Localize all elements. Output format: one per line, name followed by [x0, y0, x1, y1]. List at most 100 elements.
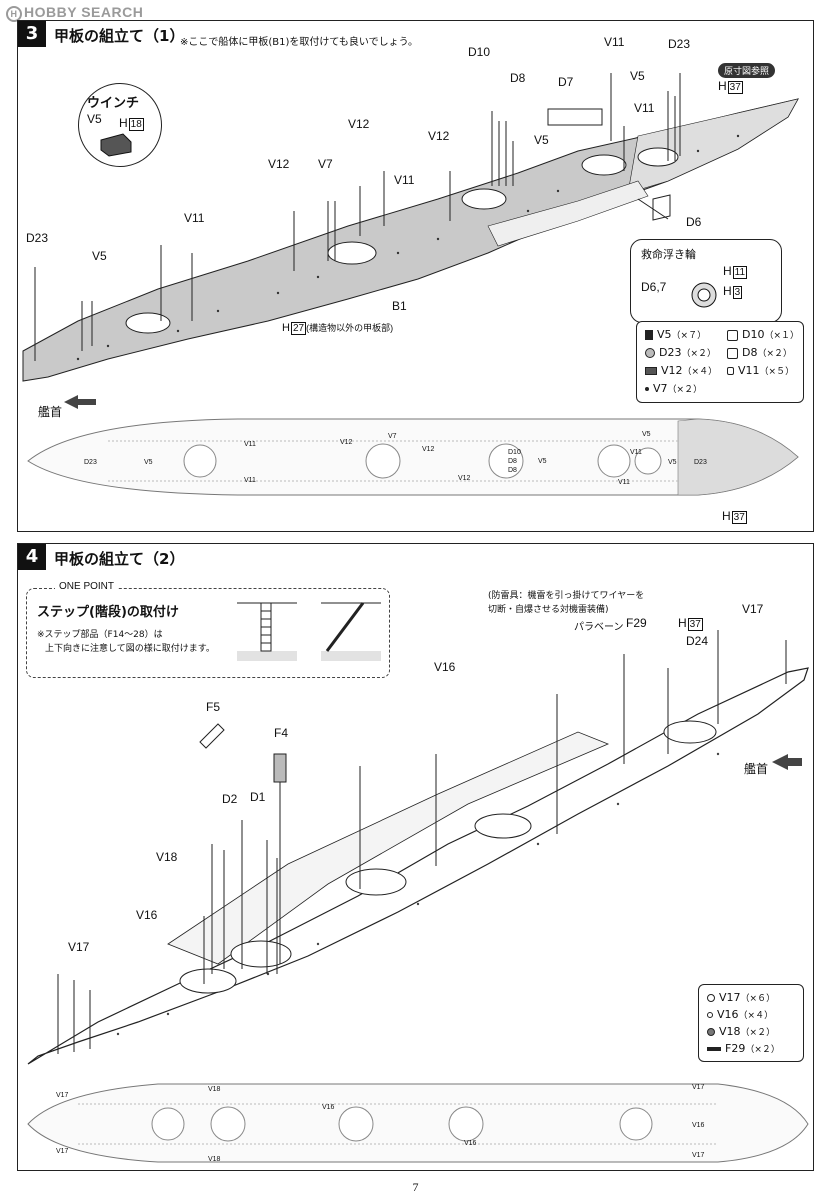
deck-perspective-drawing: [27, 630, 809, 1163]
life-ring-title: 救命浮き輪: [641, 249, 696, 261]
v16-icon: [707, 1012, 713, 1018]
page-number: 7: [412, 1180, 419, 1194]
plan-label: V11: [618, 479, 630, 486]
v12-icon: [645, 367, 657, 375]
callout-v5: V5: [630, 69, 645, 83]
step-3-panel: 3 甲板の組立て（1） ※ここで船体に甲板(B1)を取付けても良いでしょう。: [17, 20, 814, 532]
callout-f4: F4: [274, 726, 289, 740]
v17-icon: [707, 994, 715, 1002]
v18-icon: [707, 1028, 715, 1036]
callout-v7: V7: [318, 157, 333, 171]
life-ring-part: D6,7: [641, 280, 667, 294]
callout-v17: V17: [68, 940, 90, 954]
callout-v18: V18: [156, 850, 178, 864]
step-number: 3: [18, 21, 46, 47]
plan-label: V16: [692, 1122, 705, 1129]
one-point-body: ※ステップ部品（F14〜28）は: [37, 630, 163, 640]
callout-d24: D24: [686, 634, 709, 648]
one-point-box: ONE POINT ステップ(階段)の取付け ※ステップ部品（F14〜28）は …: [26, 581, 390, 678]
callout-d6: D6: [686, 215, 702, 229]
callout-v16: V16: [434, 660, 456, 674]
one-point-body: 上下向きに注意して図の様に取付けます。: [45, 644, 215, 654]
parts-legend: V17（×６） V16（×４） V18（×２） F29（×２）: [698, 984, 804, 1062]
step-note: ※ここで船体に甲板(B1)を取付けても良いでしょう。: [180, 37, 419, 48]
plan-label: V12: [422, 446, 435, 453]
step-title: 甲板の組立て（2）: [54, 550, 185, 568]
plan-label: V5: [642, 431, 651, 438]
plan-label: D8: [508, 458, 517, 465]
winch-title: ウインチ: [87, 95, 140, 110]
paravane-label: パラベーン: [574, 622, 624, 633]
step-4-panel: 4 甲板の組立て（2） ONE POINT ステップ(階段)の取付け ※ステップ…: [17, 543, 814, 1171]
callout-v11: V11: [604, 35, 625, 49]
plan-label: V5: [668, 459, 677, 466]
callout-d23: D23: [26, 231, 49, 245]
paravane-note: (防雷具：機雷を引っ掛けてワイヤーを: [488, 591, 645, 601]
full-size-ref-pill: 原寸図参照: [718, 63, 776, 78]
plan-label: V16: [322, 1104, 335, 1111]
plan-label: D23: [84, 459, 97, 466]
plan-label: V5: [538, 458, 547, 465]
d10-icon: [727, 329, 738, 341]
d8-icon: [727, 347, 738, 359]
life-ring-icon: [691, 282, 717, 308]
callout-v11: V11: [184, 211, 205, 225]
callout-v16: V16: [136, 908, 158, 922]
plan-label: V12: [458, 475, 471, 482]
callout-d8: D8: [510, 71, 526, 85]
callout-f29: F29: [626, 616, 647, 630]
callout-d23: D23: [668, 37, 691, 51]
v11-icon: [727, 367, 734, 375]
plan-label: V7: [388, 433, 397, 440]
step-ladder-diagram: [237, 602, 381, 661]
plan-label: V17: [692, 1152, 705, 1159]
callout-v12: V12: [348, 117, 370, 131]
bow-label: 艦首: [744, 762, 769, 776]
watermark-logo-icon: H: [6, 6, 22, 22]
plan-label: V17: [692, 1084, 705, 1091]
plan-label: V17: [56, 1092, 69, 1099]
winch-part-icon: [100, 133, 132, 157]
callout-v17: V17: [742, 602, 764, 616]
plan-label: V18: [208, 1156, 221, 1163]
callout-v5: V5: [534, 133, 549, 147]
step-number: 4: [18, 544, 46, 570]
callout-d7: D7: [558, 75, 574, 89]
callout-f5: F5: [206, 700, 221, 714]
callout-v11: V11: [634, 101, 655, 115]
plan-label: D8: [508, 467, 517, 474]
callout-d2: D2: [222, 792, 238, 806]
paravane-note: 切断・自爆させる対機雷装備): [488, 605, 609, 615]
plan-label: V11: [244, 477, 256, 484]
callout-v11: V11: [394, 173, 415, 187]
v7-icon: [645, 387, 649, 391]
step-title: 甲板の組立て（1）: [54, 27, 185, 45]
plan-label: V18: [208, 1086, 221, 1093]
callout-v12: V12: [268, 157, 290, 171]
f29-icon: [707, 1047, 721, 1051]
callout-v5: V5: [92, 249, 107, 263]
d23-icon: [645, 348, 655, 358]
plan-label: V12: [340, 439, 353, 446]
callout-d10: D10: [468, 45, 491, 59]
winch-part-label: V5: [87, 112, 102, 126]
deck-perspective-drawing: [22, 73, 799, 496]
callout-v12: V12: [428, 129, 450, 143]
callout-d1: D1: [250, 790, 266, 804]
parts-legend: V5（×７） D10（×１） D23（×２） D8（×２） V12（×４） V1…: [636, 321, 804, 403]
v5-icon: [645, 330, 653, 340]
one-point-title: ステップ(階段)の取付け: [37, 605, 179, 620]
plan-label: V17: [56, 1148, 69, 1155]
plan-label: V11: [630, 449, 642, 456]
plan-label: D23: [694, 459, 707, 466]
